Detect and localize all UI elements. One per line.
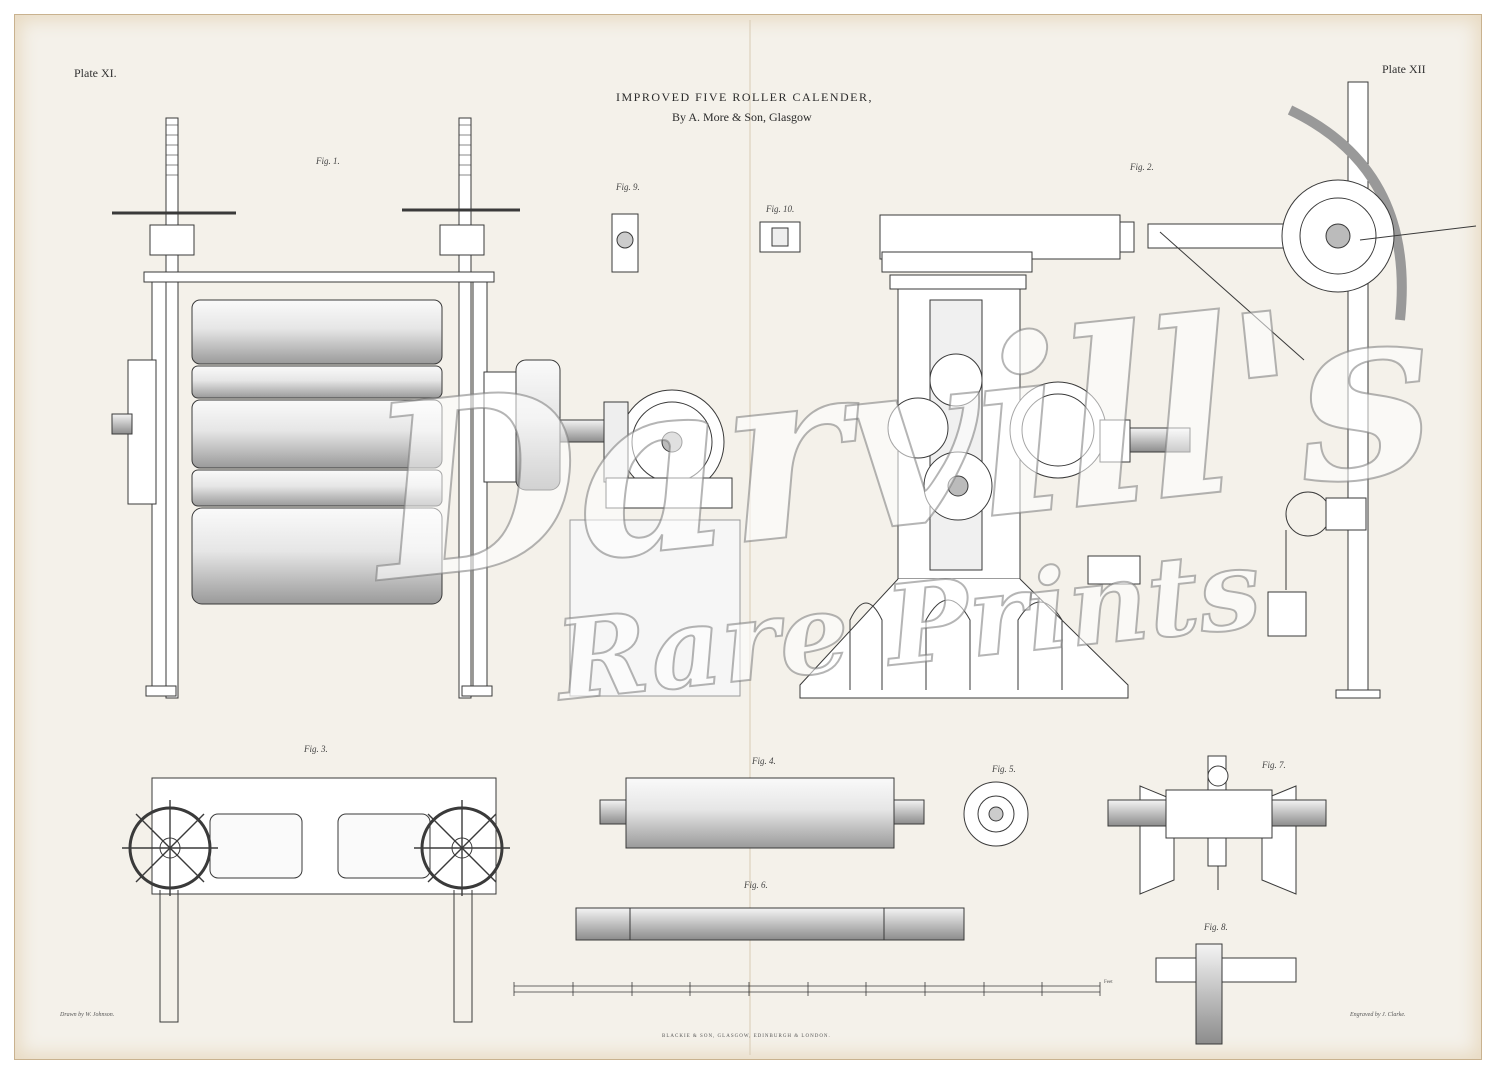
engraved-by-credit: Engraved by J. Clarke. bbox=[1350, 1012, 1406, 1018]
fig3-label: Fig. 3. bbox=[304, 744, 328, 754]
fig5-label: Fig. 5. bbox=[992, 764, 1016, 774]
fig9-fig10-details bbox=[611, 213, 801, 273]
fig8-label: Fig. 8. bbox=[1204, 922, 1228, 932]
page-subtitle: By A. More & Son, Glasgow bbox=[672, 110, 812, 124]
fig9-label: Fig. 9. bbox=[616, 182, 640, 192]
fig1-calender-elevation bbox=[111, 117, 611, 699]
drawn-by-credit: Drawn by W. Johnson. bbox=[60, 1012, 115, 1018]
fig7-label: Fig. 7. bbox=[1262, 760, 1286, 770]
fig4-roller bbox=[599, 777, 925, 849]
fig5-disc bbox=[963, 781, 1029, 847]
fig1-bevel-drive bbox=[569, 389, 741, 697]
plate-right-label: Plate XII bbox=[1382, 62, 1426, 76]
plate-left-label: Plate XI. bbox=[74, 66, 117, 80]
fig2-label: Fig. 2. bbox=[1130, 162, 1154, 172]
fig10-label: Fig. 10. bbox=[766, 204, 795, 214]
fig3-plan bbox=[122, 777, 510, 1023]
scale-unit: Feet bbox=[1104, 980, 1113, 985]
fig6-shaft bbox=[575, 907, 965, 941]
fig8-coupling bbox=[1155, 943, 1297, 1045]
fig2-side-elevation bbox=[799, 214, 1191, 699]
fig1-label: Fig. 1. bbox=[316, 156, 340, 166]
page-title: IMPROVED FIVE ROLLER CALENDER, bbox=[616, 90, 873, 104]
publisher-imprint: BLACKIE & SON, GLASGOW, EDINBURGH & LOND… bbox=[662, 1034, 831, 1039]
lever-and-weight bbox=[1147, 81, 1477, 699]
fig4-label: Fig. 4. bbox=[752, 756, 776, 766]
fig7-clutch bbox=[1107, 755, 1327, 895]
scale-bar bbox=[513, 982, 1101, 996]
fig6-label: Fig. 6. bbox=[744, 880, 768, 890]
